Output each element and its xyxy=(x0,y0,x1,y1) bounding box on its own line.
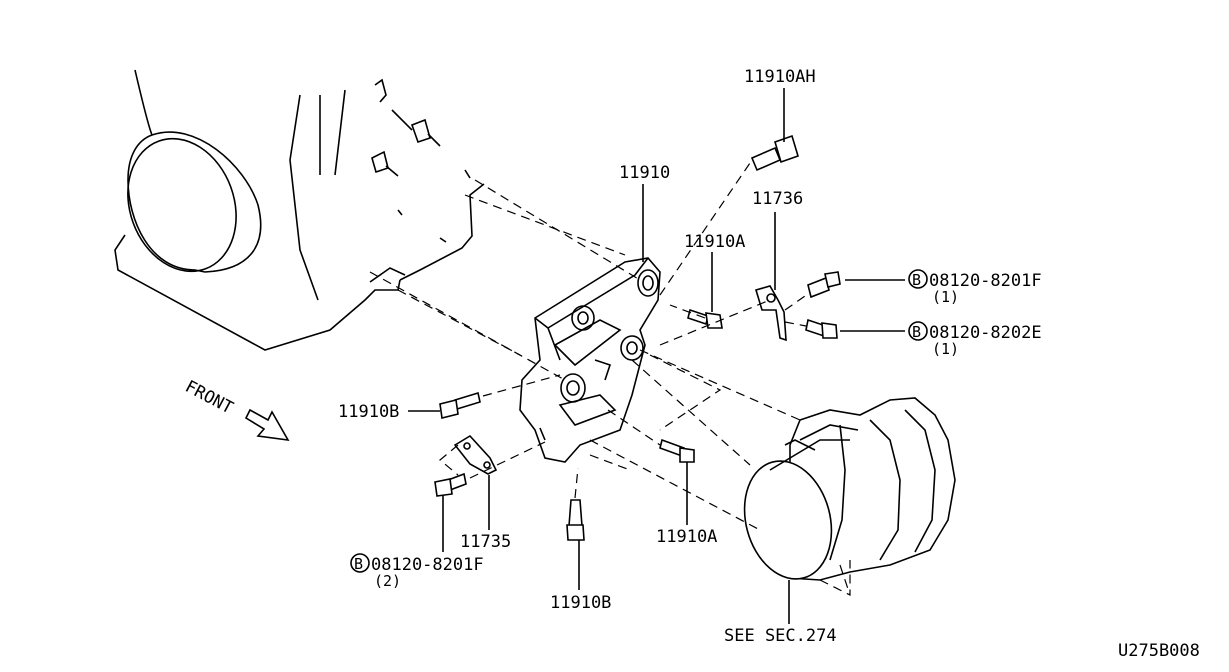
qty-08120-8202E: (1) xyxy=(932,340,959,358)
engine-studs xyxy=(371,78,441,177)
front-label: FRONT xyxy=(182,377,237,419)
compressor-bracket xyxy=(519,257,661,463)
bolt-prefix-8202E: B xyxy=(912,323,921,341)
label-11910: 11910 xyxy=(619,163,670,183)
drawing-code: U275B008 xyxy=(1118,641,1200,661)
bolt-marker-8202E: B xyxy=(908,321,928,341)
label-08120-8201F-top: 08120-8201F xyxy=(929,271,1042,291)
engine-block xyxy=(114,69,485,351)
label-11736: 11736 xyxy=(752,189,803,209)
see-section-note: SEE SEC.274 xyxy=(724,626,837,646)
bracket-11735 xyxy=(453,434,498,475)
part-labels: 11910AH 11910 11736 11910A B 08120-8201F… xyxy=(338,67,1200,661)
bolt-marker-8201F-top: B xyxy=(908,269,928,289)
assembly-lines xyxy=(369,162,851,596)
bolt-11910AH xyxy=(750,134,799,172)
bolt-prefix-8201F-top: B xyxy=(912,271,921,289)
leader-lines xyxy=(408,88,905,624)
label-11910B-bottom: 11910B xyxy=(550,593,611,613)
bolt-prefix-8201F-bottom: B xyxy=(354,555,363,573)
front-arrow: FRONT xyxy=(182,377,290,442)
label-11735: 11735 xyxy=(460,532,511,552)
bolt-11910B-left xyxy=(439,391,481,419)
bolt-marker-8201F-bottom: B xyxy=(350,553,370,573)
bolt-11910A-bottom xyxy=(659,438,695,463)
bolt-11910A-top xyxy=(687,308,723,329)
ac-compressor xyxy=(743,397,956,596)
bolt-08120-8201F-bottom xyxy=(434,472,467,497)
bolt-08120-8202E xyxy=(805,318,838,339)
label-11910AH: 11910AH xyxy=(744,67,816,87)
label-08120-8201F-bottom: 08120-8201F xyxy=(371,555,484,575)
label-11910A-top: 11910A xyxy=(684,232,745,252)
bracket-11736 xyxy=(755,285,787,342)
bolt-11910B-bottom xyxy=(566,499,585,541)
label-11910B-left: 11910B xyxy=(338,402,399,422)
qty-08120-8201F-top: (1) xyxy=(932,288,959,306)
label-08120-8202E: 08120-8202E xyxy=(929,323,1042,343)
qty-08120-8201F-bottom: (2) xyxy=(374,572,401,590)
bolt-08120-8201F-top xyxy=(807,271,841,299)
label-11910A-bottom: 11910A xyxy=(656,527,717,547)
engine-pulley xyxy=(127,131,262,273)
